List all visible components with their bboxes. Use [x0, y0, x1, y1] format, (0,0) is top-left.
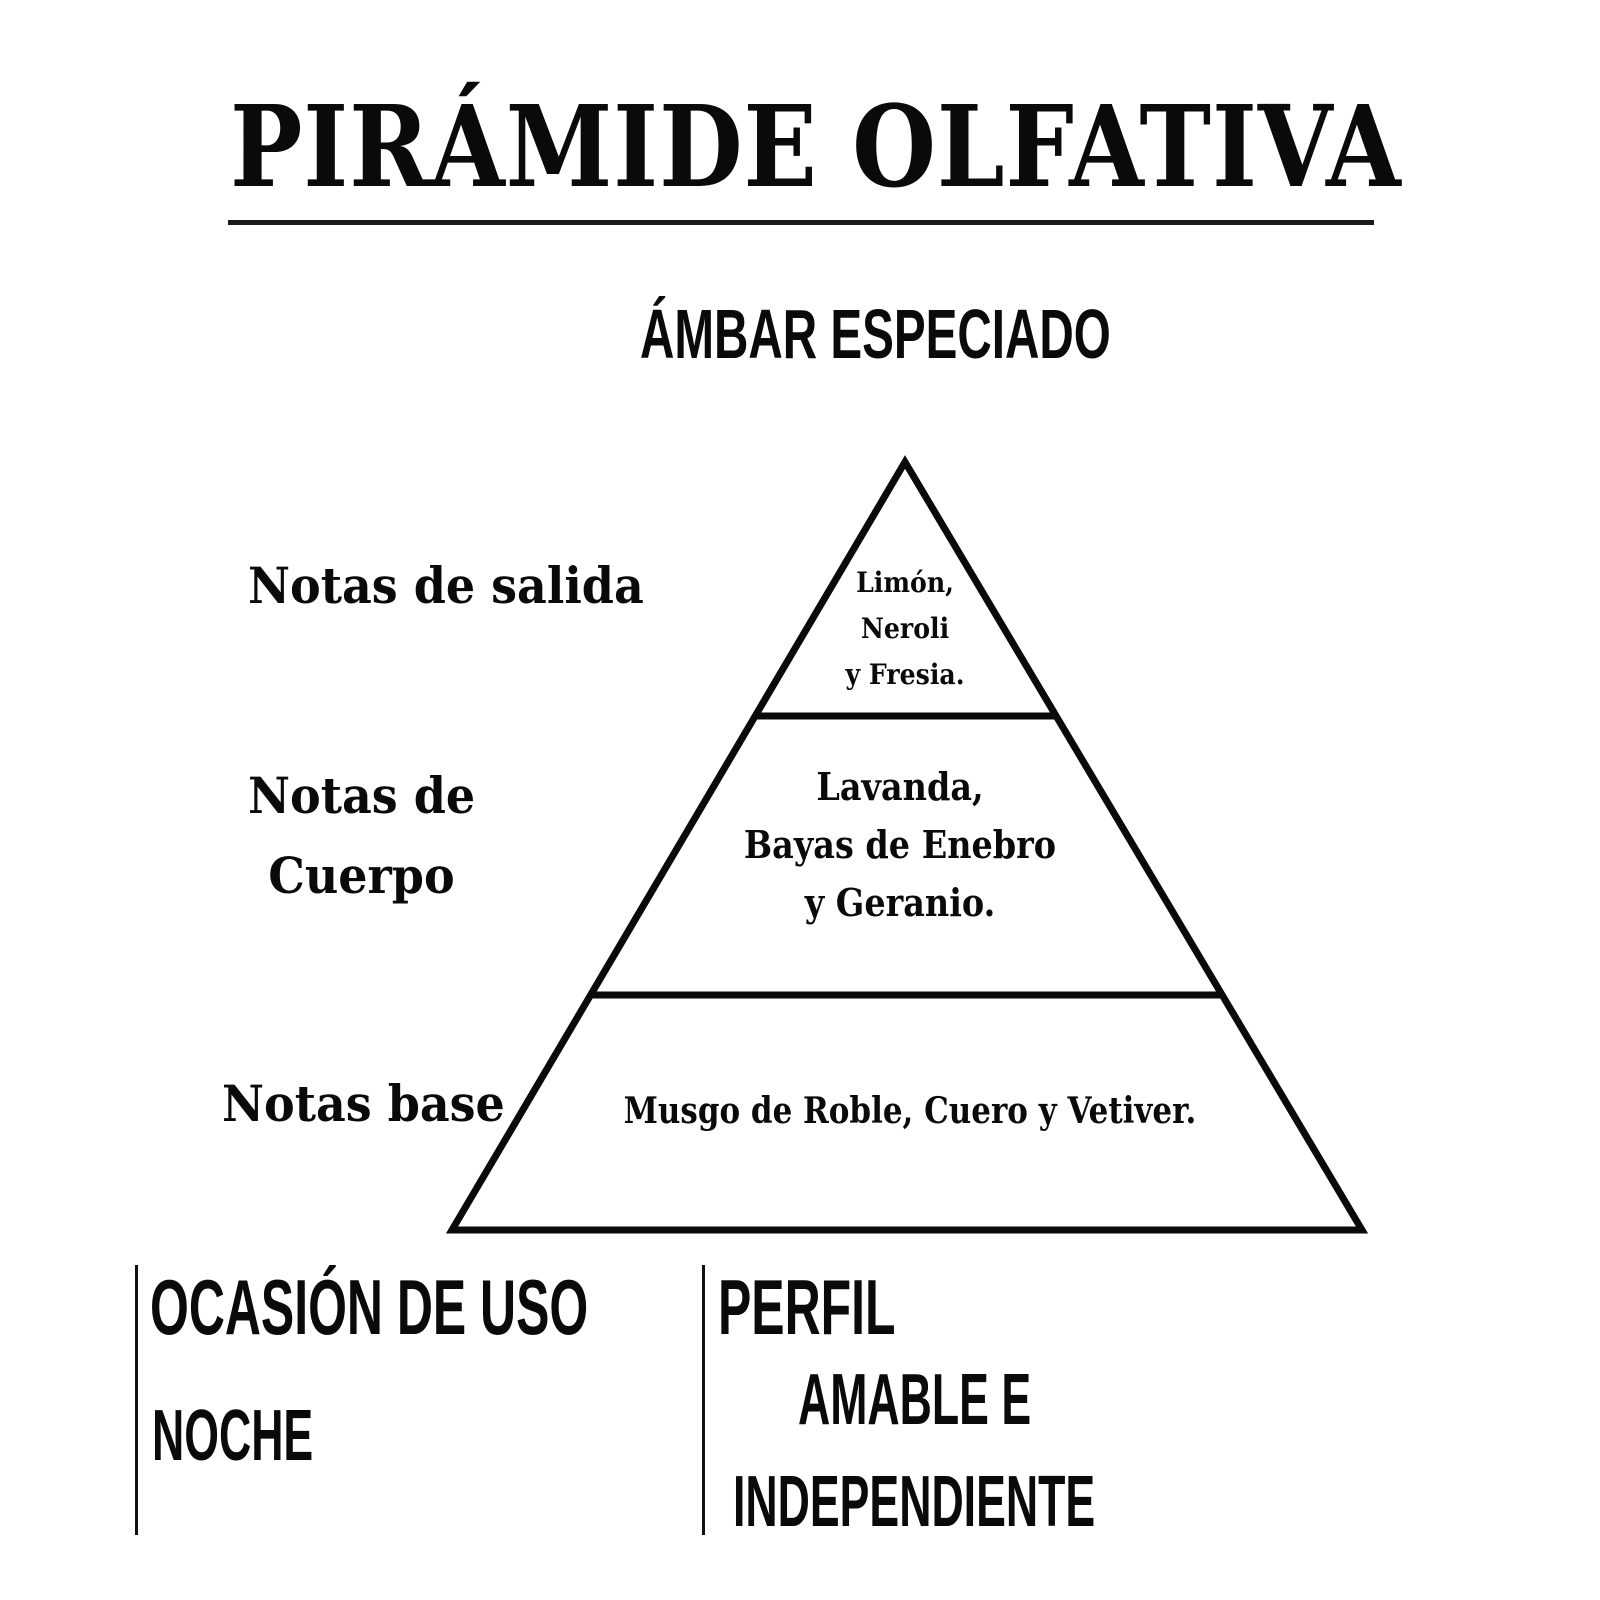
note-item: Lavanda,	[816, 764, 984, 809]
profile-value-line-2: INDEPENDIENTE	[733, 1462, 1096, 1542]
note-item: y Fresia.	[845, 658, 965, 691]
tier-label-text: Notas de salida	[248, 556, 644, 615]
ocasion-divider-bar	[135, 1265, 138, 1535]
note-item: Neroli	[860, 612, 950, 645]
tier-label-base-notes: Notas base	[222, 1064, 505, 1144]
page-title: PIRÁMIDE OLFATIVA	[230, 82, 1402, 213]
note-item: Bayas de Enebro	[743, 822, 1057, 867]
occasion-value: NOCHE	[152, 1396, 314, 1476]
perfil-divider-bar	[702, 1265, 705, 1535]
tier-label-text: Cuerpo	[268, 846, 455, 905]
tier-label-text: Notas de	[248, 766, 476, 825]
profile-heading: PERFIL	[718, 1263, 896, 1351]
note-item: y Geranio.	[804, 880, 996, 925]
tier-label-text: Notas base	[222, 1074, 505, 1133]
note-item: Musgo de Roble, Cuero y Vetiver.	[623, 1090, 1197, 1132]
occasion-heading: OCASIÓN DE USO	[150, 1263, 589, 1351]
heart-notes-list: Lavanda, Bayas de Enebro y Geranio.	[724, 758, 1076, 932]
base-notes-list: Musgo de Roble, Cuero y Vetiver.	[609, 1086, 1211, 1136]
pyramid-outline	[445, 455, 1369, 1234]
title-underline	[228, 220, 1374, 225]
tier-label-top-notes: Notas de salida	[248, 546, 644, 626]
tier-label-heart-notes: Notas de Cuerpo	[248, 756, 475, 916]
profile-value-line-1: AMABLE E	[798, 1360, 1032, 1440]
top-notes-list: Limón, Neroli y Fresia.	[811, 560, 1000, 698]
note-item: Limón,	[856, 566, 954, 599]
